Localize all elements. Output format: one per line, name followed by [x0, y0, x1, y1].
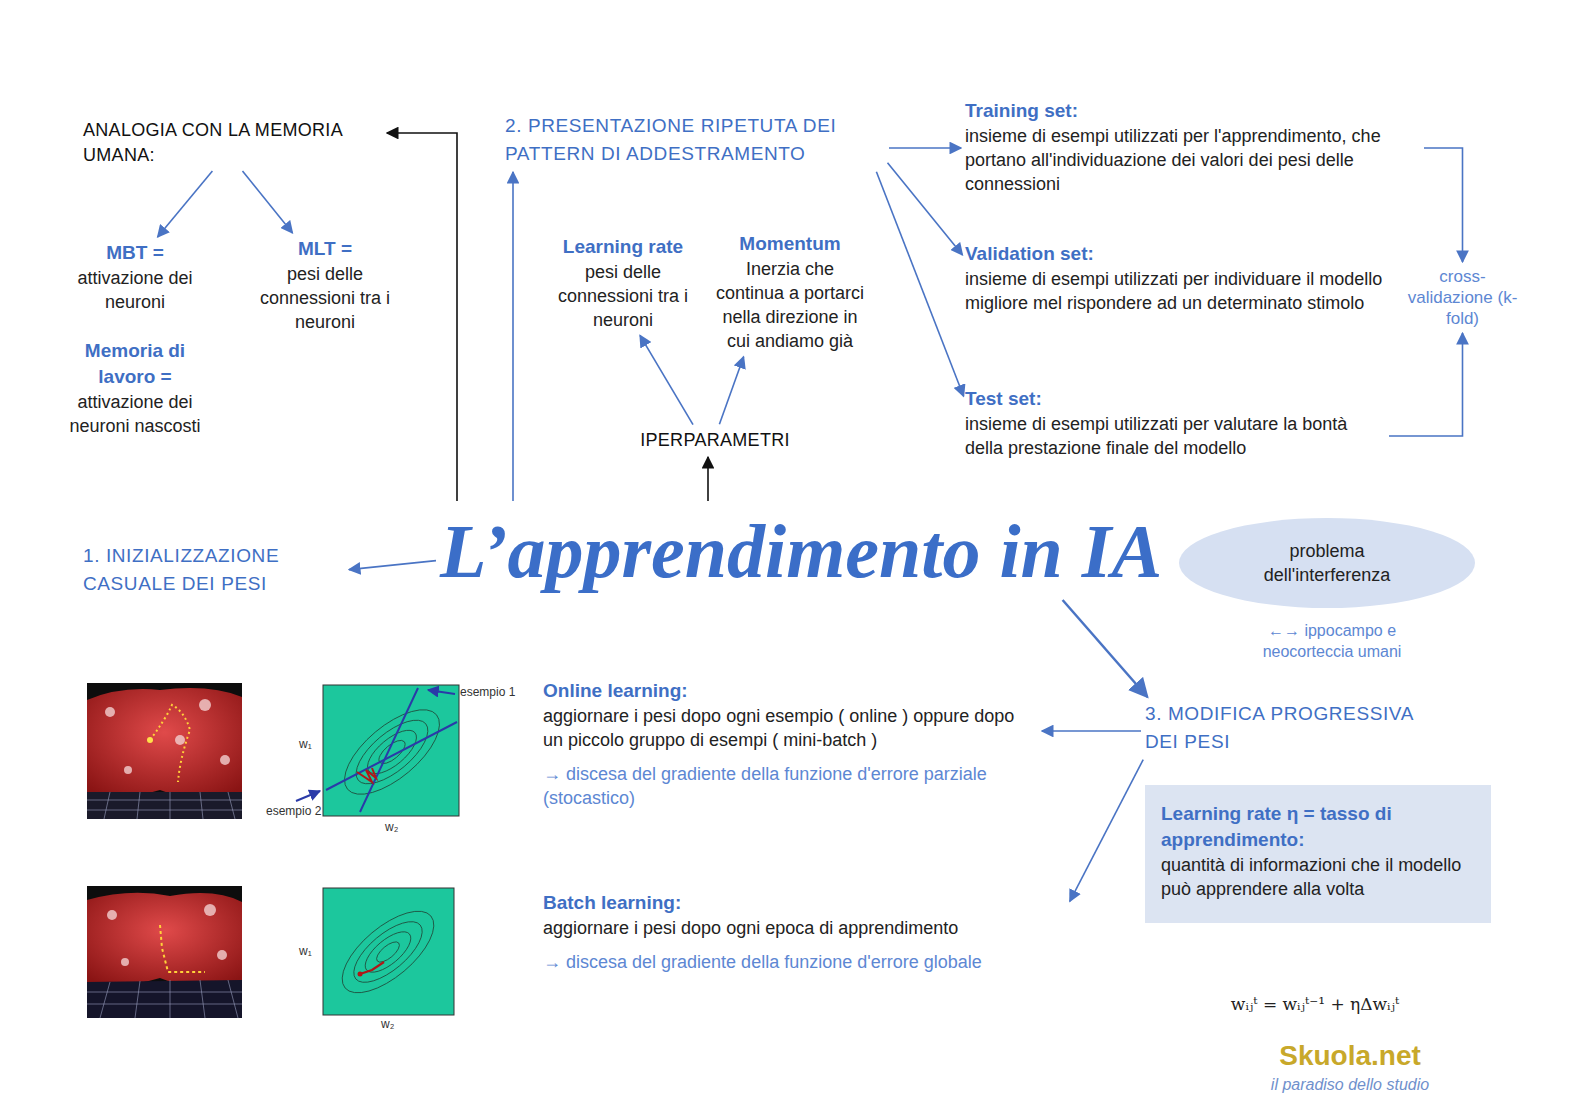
note-text: cross-validazione (k-fold) — [1405, 266, 1520, 329]
node-text: aggiornare i pesi dopo ogni epoca di app… — [543, 916, 1068, 940]
error-surface — [87, 683, 242, 819]
node-text: Inerzia che continua a portarci nella di… — [712, 257, 868, 353]
ellipse-fill — [1179, 518, 1475, 608]
method-box: Batch learning:aggiornare i pesi dopo og… — [543, 890, 1068, 974]
node-heading: Memoria di lavoro = — [55, 338, 215, 390]
node-heading: MBT = — [55, 240, 215, 266]
node-text: → discesa del gradiente della funzione d… — [543, 950, 1068, 974]
definition-box: Learning rate η = tasso di apprendimento… — [1145, 785, 1491, 923]
node-heading: 3. MODIFICA PROGRESSIVA DEI PESI — [1145, 700, 1445, 756]
axis-label: w₁ — [299, 737, 319, 751]
contour-plot — [296, 685, 459, 816]
node-heading: Learning rate η = tasso di apprendimento… — [1161, 801, 1475, 853]
node-heading: Test set: — [965, 386, 1385, 412]
step-heading: 3. MODIFICA PROGRESSIVA DEI PESI — [1145, 700, 1445, 756]
arrow-connector — [640, 335, 693, 424]
arrow-connector — [1424, 148, 1463, 262]
node-heading: problema dell'interferenza — [1242, 539, 1412, 587]
concept-box: MBT =attivazione dei neuroni — [55, 240, 215, 314]
arrow-connector — [243, 171, 293, 233]
arrow-connector — [1042, 730, 1141, 732]
arrow-connector — [889, 147, 961, 149]
node-heading: Momentum — [712, 231, 868, 257]
node-heading: L’apprendimento in IA — [440, 505, 1140, 597]
node-heading: Learning rate — [548, 234, 698, 260]
watermark: Skuola.net — [1250, 1040, 1450, 1072]
arrow-connector — [158, 171, 213, 237]
arrow-connector — [387, 133, 457, 501]
node-text: insieme di esempi utilizzati per l'appre… — [965, 124, 1420, 196]
arrow-connector — [1070, 760, 1143, 902]
node-heading: Training set: — [965, 98, 1420, 124]
text-node: ANALOGIA CON LA MEMORIA UMANA: — [83, 118, 383, 168]
dataset-box: Test set:insieme di esempi utilizzati pe… — [965, 386, 1385, 460]
callout-label: esempio 1 — [460, 685, 540, 699]
node-heading: ANALOGIA CON LA MEMORIA UMANA: — [83, 118, 383, 168]
arrow-connector — [1063, 600, 1148, 697]
node-text: attivazione dei neuroni nascosti — [55, 390, 215, 438]
method-box: Online learning:aggiornare i pesi dopo o… — [543, 678, 1038, 810]
watermark: il paradiso dello studio — [1250, 1076, 1450, 1094]
axis-label: w₂ — [385, 820, 405, 834]
callout-label: esempio 2 — [266, 804, 336, 818]
arrow-connector — [349, 561, 436, 570]
concept-box: MLT =pesi delle connessioni tra i neuron… — [245, 236, 405, 334]
ellipse-node: problema dell'interferenza — [1178, 517, 1476, 609]
arrow-connector — [512, 172, 514, 501]
node-heading: Validation set: — [965, 241, 1385, 267]
node-heading: cross-validazione (k-fold) — [1405, 266, 1520, 329]
hyperparameter-box: Learning ratepesi delle connessioni tra … — [548, 234, 698, 332]
node-text: pesi delle connessioni tra i neuroni — [548, 260, 698, 332]
node-heading: MLT = — [245, 236, 405, 262]
text-wrap: problema dell'interferenza — [1242, 539, 1412, 587]
dataset-box: Training set:insieme di esempi utilizzat… — [965, 98, 1420, 196]
arrow-connector — [719, 357, 743, 424]
ellipse-shape — [1178, 517, 1476, 609]
node-text: → discesa del gradiente della funzione d… — [543, 762, 1038, 810]
node-heading: Online learning: — [543, 678, 1038, 704]
step-heading: 2. PRESENTAZIONE RIPETUTA DEI PATTERN DI… — [505, 112, 885, 168]
node-text: attivazione dei neuroni — [55, 266, 215, 314]
node-text: quantità di informazioni che il modello … — [1161, 853, 1475, 901]
step-heading: 1. INIZIALIZZAZIONE CASUALE DEI PESI — [83, 542, 345, 598]
arrow-connector — [1389, 333, 1463, 436]
contour-plot — [323, 888, 454, 1015]
node-text: aggiornare i pesi dopo ogni esempio ( on… — [543, 704, 1038, 752]
error-surface — [87, 886, 242, 1018]
arrow-connector — [876, 172, 963, 397]
dataset-box: Validation set:insieme di esempi utilizz… — [965, 241, 1385, 315]
axis-label: w₂ — [381, 1017, 401, 1031]
node-heading: Batch learning: — [543, 890, 1068, 916]
formula: wᵢⱼᵗ = wᵢⱼᵗ⁻¹ + ηΔwᵢⱼᵗ — [1195, 994, 1435, 1014]
node-heading: IPERPARAMETRI — [635, 428, 795, 453]
node-text: insieme di esempi utilizzati per individ… — [965, 267, 1385, 315]
node-text: pesi delle connessioni tra i neuroni — [245, 262, 405, 334]
central-title: L’apprendimento in IA — [440, 505, 1140, 597]
axis-label: w₁ — [299, 944, 319, 958]
node-text: insieme di esempi utilizzati per valutar… — [965, 412, 1385, 460]
concept-box: Memoria di lavoro =attivazione dei neuro… — [55, 338, 215, 438]
node-heading: 2. PRESENTAZIONE RIPETUTA DEI PATTERN DI… — [505, 112, 885, 168]
node-heading: 1. INIZIALIZZAZIONE CASUALE DEI PESI — [83, 542, 345, 598]
arrow-connector — [707, 457, 709, 501]
arrow-connector — [888, 163, 963, 255]
note-text: ←→ ippocampo e neocorteccia umani — [1222, 620, 1442, 662]
hyperparameter-box: MomentumInerzia che continua a portarci … — [712, 231, 868, 353]
text-node: IPERPARAMETRI — [635, 428, 795, 453]
